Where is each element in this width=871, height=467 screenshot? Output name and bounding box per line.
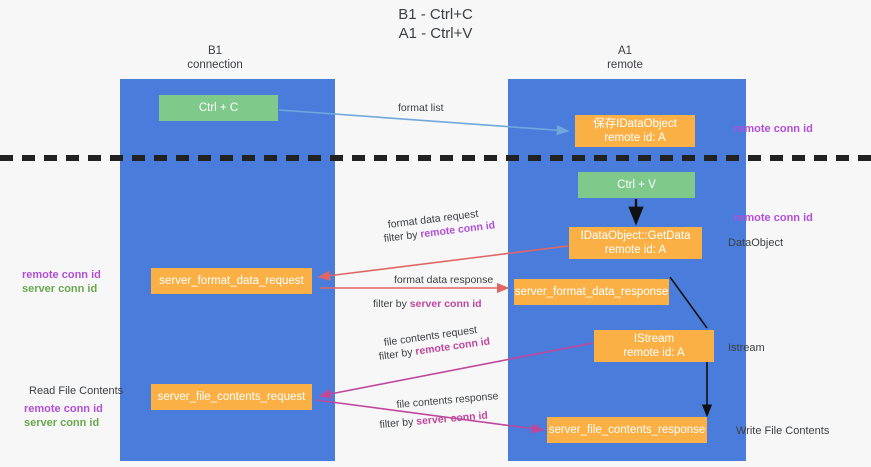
filter-key-4: server conn id: [415, 409, 489, 428]
column-header-b1: B1 connection: [155, 44, 275, 72]
column-header-a1-role: remote: [607, 59, 643, 71]
annotation-left-remote-conn-id-2: remote conn id: [24, 403, 103, 415]
filter-prefix-2: filter by: [373, 298, 410, 310]
diagram-title-line-2: A1 - Ctrl+V: [398, 25, 473, 42]
filter-prefix-4: filter by: [379, 415, 417, 431]
node-ctrl-c-label: Ctrl + C: [198, 102, 239, 114]
diagram-title: B1 - Ctrl+C A1 - Ctrl+V: [0, 5, 871, 43]
phase-divider: [0, 155, 871, 161]
node-ctrl-v[interactable]: Ctrl + V: [578, 172, 695, 198]
node-idataobject-getdata-line-1: IDataObject::GetData: [580, 230, 691, 242]
node-istream[interactable]: IStream remote id: A: [594, 330, 714, 362]
node-server-format-data-request-label: server_format_data_request: [159, 275, 304, 287]
edge-label-format-data-response-filter: filter by server conn id: [373, 297, 482, 311]
node-server-file-contents-request-label: server_file_contents_request: [157, 391, 306, 403]
annotation-left-remote-conn-id-1: remote conn id: [22, 269, 101, 281]
edge-label-format-data-response: format data response: [394, 274, 494, 286]
annotation-right-remote-conn-id-top: remote conn id: [734, 123, 813, 135]
node-server-format-data-response[interactable]: server_format_data_response: [514, 279, 669, 305]
column-header-b1-name: B1: [207, 45, 223, 57]
node-istream-line-2: remote id: A: [623, 347, 685, 359]
node-server-file-contents-response[interactable]: server_file_contents_response: [547, 417, 707, 443]
diagram-title-line-1: B1 - Ctrl+C: [398, 6, 473, 23]
node-istream-line-1: IStream: [633, 333, 675, 345]
node-save-idataobject-line-2: remote id: A: [604, 132, 666, 144]
edge-label-file-contents-response-filter: filter by server conn id: [379, 409, 488, 432]
node-server-format-data-response-label: server_format_data_response: [514, 286, 669, 298]
column-header-a1: A1 remote: [565, 44, 685, 72]
node-save-idataobject[interactable]: 保存IDataObject remote id: A: [575, 115, 695, 147]
annotation-left-read-file-contents: Read File Contents: [29, 385, 124, 397]
node-ctrl-c[interactable]: Ctrl + C: [159, 95, 278, 121]
node-server-file-contents-request[interactable]: server_file_contents_request: [151, 384, 312, 410]
node-idataobject-getdata-line-2: remote id: A: [604, 244, 667, 256]
filter-prefix-3: filter by: [378, 345, 417, 363]
edge-label-format-list: format list: [398, 102, 444, 114]
annotation-right-write-file-contents: Write File Contents: [736, 425, 830, 437]
annotation-right-istream: Istream: [728, 342, 765, 354]
annotation-left-server-conn-id-1: server conn id: [22, 283, 98, 295]
annotation-right-dataobject: DataObject: [728, 237, 784, 249]
node-idataobject-getdata[interactable]: IDataObject::GetData remote id: A: [569, 227, 702, 259]
node-server-format-data-request[interactable]: server_format_data_request: [151, 268, 312, 294]
annotation-left-conn-id-pair-2: remote conn id server conn id: [24, 402, 103, 430]
filter-prefix-1: filter by: [383, 228, 422, 245]
annotation-right-remote-conn-id-mid: remote conn id: [734, 212, 813, 224]
annotation-left-conn-id-pair-1: remote conn id server conn id: [22, 268, 101, 296]
annotation-left-server-conn-id-2: server conn id: [24, 417, 100, 429]
filter-key-2: server conn id: [409, 298, 482, 310]
column-header-b1-role: connection: [187, 59, 243, 71]
node-save-idataobject-line-1: 保存IDataObject: [593, 118, 677, 130]
node-ctrl-v-label: Ctrl + V: [617, 179, 656, 191]
node-server-file-contents-response-label: server_file_contents_response: [548, 424, 706, 436]
column-header-a1-name: A1: [617, 45, 633, 57]
